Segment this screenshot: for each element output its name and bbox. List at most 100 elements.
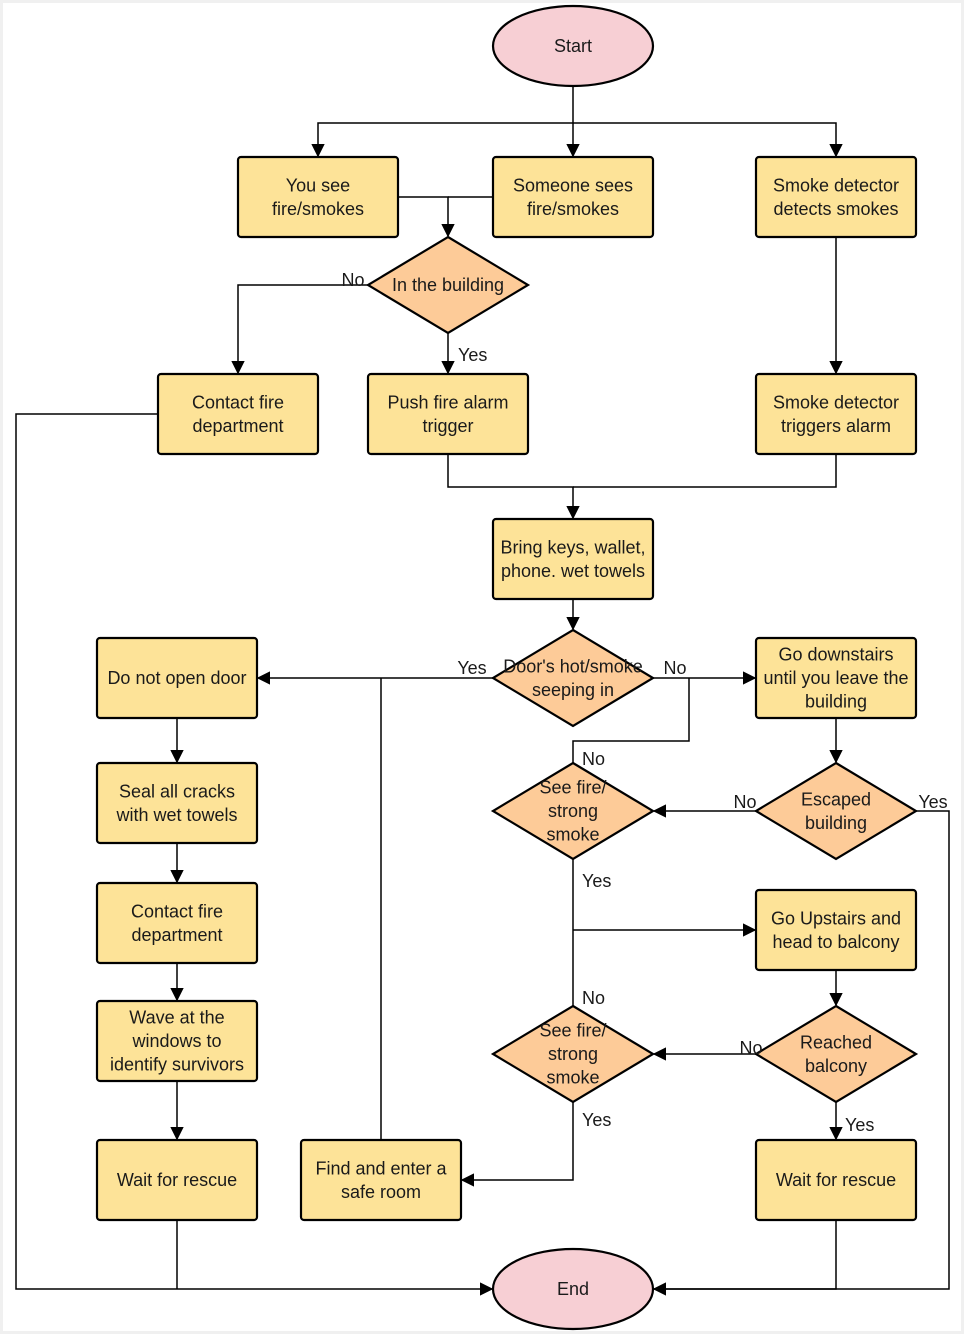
edge-push-alarm-bring-keys: [447, 454, 580, 520]
node-contact-fire-2-text: department: [131, 925, 222, 945]
node-contact-fire-2: Contact fire department: [95, 881, 259, 965]
node-detector-detects-text: Smoke detector: [773, 175, 899, 195]
edge-label-reached-balcony-yes: Yes: [845, 1115, 874, 1135]
node-safe-room-text: safe room: [341, 1182, 421, 1202]
node-do-not-open: Do not open door: [95, 636, 259, 720]
edge-label-in-building-yes: Yes: [458, 345, 487, 365]
edge-label-in-building-no: No: [341, 270, 364, 290]
node-wait-rescue-1: Wait for rescue: [95, 1138, 259, 1222]
node-see-fire-2-text: See fire/: [539, 1021, 606, 1041]
edge-contact-1-end: [15, 413, 494, 1296]
node-in-building-shape: [365, 235, 531, 335]
node-contact-fire-2-text: Contact fire: [131, 901, 223, 921]
node-go-downstairs-shape: [754, 636, 918, 720]
node-safe-room-shape: [299, 1138, 463, 1222]
edge-you-see-in-building: [398, 196, 455, 238]
edge-in-building-no: [231, 284, 368, 375]
node-detector-detects-shape: [754, 155, 918, 239]
node-wave-shape: [95, 999, 259, 1083]
node-in-building: In the building: [365, 235, 531, 335]
node-go-downstairs-text: Go downstairs: [778, 645, 893, 665]
edge-label-reached-balcony-no: No: [739, 1038, 762, 1058]
node-see-fire-2-text: strong: [548, 1044, 598, 1064]
edge-wait-2-end: [654, 1220, 837, 1290]
node-seal-cracks: Seal all cracks with wet towels: [95, 761, 259, 845]
node-contact-fire-1-text: Contact fire: [192, 392, 284, 412]
node-start-text: Start: [554, 36, 592, 56]
node-safe-room: Find and enter a safe room: [299, 1138, 463, 1222]
node-you-see-shape: [236, 155, 400, 239]
edge-start-you-see: [311, 86, 574, 158]
node-you-see-text: fire/smokes: [272, 199, 364, 219]
node-escaped-text: building: [805, 813, 867, 833]
edge-label-door-hot-no: No: [663, 658, 686, 678]
node-wave-text: windows to: [131, 1031, 221, 1051]
edge-label-see-fire-1-no: No: [582, 749, 605, 769]
node-go-downstairs-text: building: [805, 692, 867, 712]
node-reached-balcony-shape: [753, 1004, 919, 1104]
node-end-shape: [491, 1247, 655, 1331]
node-start-shape: [491, 4, 655, 88]
edge-label-see-fire-2-yes: Yes: [582, 1110, 611, 1130]
node-see-fire-2-shape: [490, 1004, 656, 1104]
node-go-upstairs-text: Go Upstairs and: [771, 908, 901, 928]
node-see-fire-1-text: smoke: [546, 825, 599, 845]
node-go-downstairs-text: until you leave the: [763, 668, 908, 688]
node-someone-sees-shape: [491, 155, 655, 239]
node-bring-keys-text: phone. wet towels: [501, 561, 645, 581]
edge-label-door-hot-yes: Yes: [457, 658, 486, 678]
node-you-see-text: You see: [286, 175, 350, 195]
node-see-fire-1-text: strong: [548, 801, 598, 821]
edges-layer: [15, 86, 950, 1296]
node-escaped: Escaped building: [753, 761, 919, 861]
node-someone-sees-text: Someone sees: [513, 175, 633, 195]
node-push-alarm-text: trigger: [422, 416, 473, 436]
edge-label-escaped-yes: Yes: [918, 792, 947, 812]
edge-see-fire-2-yes: [460, 1102, 574, 1187]
node-reached-balcony-text: Reached: [800, 1032, 872, 1052]
node-go-upstairs: Go Upstairs and head to balcony: [754, 888, 918, 972]
node-see-fire-1-text: See fire/: [539, 778, 606, 798]
node-wave-text: Wave at the: [129, 1008, 224, 1028]
node-contact-fire-1-text: department: [192, 416, 283, 436]
node-escaped-shape: [753, 761, 919, 861]
edge-detector-triggers-bring-keys: [573, 454, 837, 488]
node-someone-sees-text: fire/smokes: [527, 199, 619, 219]
node-wait-rescue-2: Wait for rescue: [754, 1138, 918, 1222]
node-contact-fire-1: Contact fire department: [156, 372, 320, 456]
node-wait-rescue-1-text: Wait for rescue: [117, 1170, 237, 1190]
node-see-fire-1-shape: [490, 761, 656, 861]
node-safe-room-text: Find and enter a: [315, 1158, 447, 1178]
node-seal-cracks-text: with wet towels: [115, 805, 237, 825]
node-detector-triggers-text: triggers alarm: [781, 416, 891, 436]
node-see-fire-2: See fire/strong smoke: [490, 1004, 656, 1104]
node-door-hot-shape: [490, 628, 656, 728]
node-see-fire-2-text: smoke: [546, 1068, 599, 1088]
node-reached-balcony: Reached balcony: [753, 1004, 919, 1104]
node-end: End: [491, 1247, 655, 1331]
edge-label-see-fire-1-yes: Yes: [582, 871, 611, 891]
node-door-hot-text: Door's hot/smoke: [503, 656, 643, 676]
node-seal-cracks-text: Seal all cracks: [119, 781, 235, 801]
node-seal-cracks-shape: [95, 761, 259, 845]
edge-start-detector-detects: [573, 122, 843, 158]
node-see-fire-1: See fire/strong smoke: [490, 761, 656, 861]
node-reached-balcony-text: balcony: [805, 1056, 867, 1076]
node-contact-fire-2-shape: [95, 881, 259, 965]
node-door-hot: Door's hot/smoke seeping in: [490, 628, 656, 728]
node-detector-detects-text: detects smokes: [773, 199, 898, 219]
node-go-downstairs: Go downstairs until you leave the building: [754, 636, 918, 720]
edge-door-hot-no-branch: [572, 678, 690, 763]
node-do-not-open-text: Do not open door: [107, 668, 246, 688]
node-bring-keys-shape: [491, 517, 655, 601]
node-wave-text: identify survivors: [110, 1055, 244, 1075]
node-escaped-text: Escaped: [801, 789, 871, 809]
node-go-upstairs-text: head to balcony: [772, 932, 899, 952]
edge-label-escaped-no: No: [733, 792, 756, 812]
node-door-hot-text: seeping in: [532, 680, 614, 700]
